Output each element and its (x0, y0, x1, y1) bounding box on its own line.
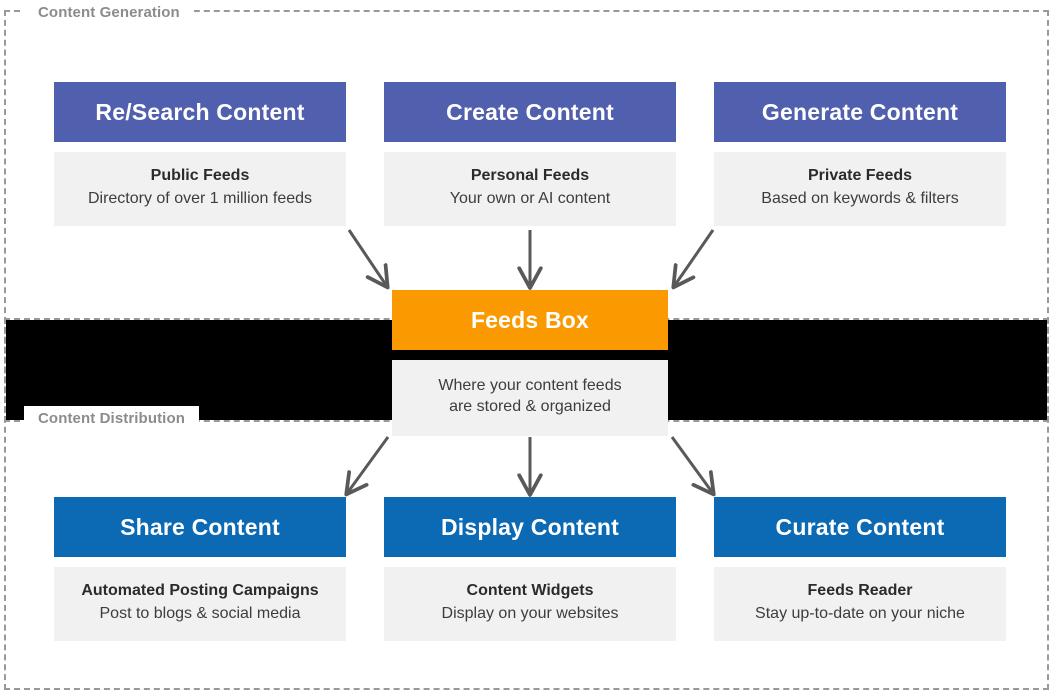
card-body-sub-feeds-reader: Stay up-to-date on your niche (755, 605, 965, 622)
card-body-sub-automated-posting-campaigns: Post to blogs & social media (99, 605, 301, 622)
card-body-sub-public-feeds: Directory of over 1 million feeds (87, 190, 313, 207)
section-label-content-generation: Content Generation (24, 0, 194, 26)
card-body-title-personal-feeds: Personal Feeds (470, 167, 590, 184)
card-body-create-content: Personal Feeds Your own or AI content (384, 152, 676, 226)
section-label-content-distribution: Content Distribution (24, 406, 199, 432)
card-body-title-public-feeds: Public Feeds (150, 167, 250, 184)
card-feeds-box[interactable]: Feeds Box Where your content feeds are s… (392, 290, 668, 436)
card-header-research-content: Re/Search Content (54, 82, 346, 142)
card-body-share-content: Automated Posting Campaigns Post to blog… (54, 567, 346, 641)
card-research-content[interactable]: Re/Search Content Public Feeds Directory… (54, 82, 346, 226)
card-body-feeds-box-line-1: Where your content feeds (438, 377, 622, 394)
card-body-sub-content-widgets: Display on your websites (441, 605, 619, 622)
card-header-curate-content: Curate Content (714, 497, 1006, 557)
card-body-feeds-box-line-2: are stored & organized (449, 397, 611, 415)
card-body-feeds-box: Where your content feeds are stored & or… (392, 360, 668, 436)
card-header-create-content: Create Content (384, 82, 676, 142)
card-header-feeds-box: Feeds Box (392, 290, 668, 350)
card-share-content[interactable]: Share Content Automated Posting Campaign… (54, 497, 346, 641)
card-body-title-feeds-reader: Feeds Reader (807, 582, 913, 599)
card-body-research-content: Public Feeds Directory of over 1 million… (54, 152, 346, 226)
card-display-content[interactable]: Display Content Content Widgets Display … (384, 497, 676, 641)
card-body-title-automated-posting-campaigns: Automated Posting Campaigns (81, 582, 319, 599)
card-curate-content[interactable]: Curate Content Feeds Reader Stay up-to-d… (714, 497, 1006, 641)
card-body-display-content: Content Widgets Display on your websites (384, 567, 676, 641)
card-header-display-content: Display Content (384, 497, 676, 557)
card-body-title-private-feeds: Private Feeds (807, 167, 913, 184)
card-create-content[interactable]: Create Content Personal Feeds Your own o… (384, 82, 676, 226)
card-body-sub-personal-feeds: Your own or AI content (449, 190, 611, 207)
card-header-generate-content: Generate Content (714, 82, 1006, 142)
card-header-share-content: Share Content (54, 497, 346, 557)
card-body-title-content-widgets: Content Widgets (466, 582, 594, 599)
card-generate-content[interactable]: Generate Content Private Feeds Based on … (714, 82, 1006, 226)
card-body-curate-content: Feeds Reader Stay up-to-date on your nic… (714, 567, 1006, 641)
card-body-generate-content: Private Feeds Based on keywords & filter… (714, 152, 1006, 226)
card-body-sub-private-feeds: Based on keywords & filters (761, 190, 959, 207)
